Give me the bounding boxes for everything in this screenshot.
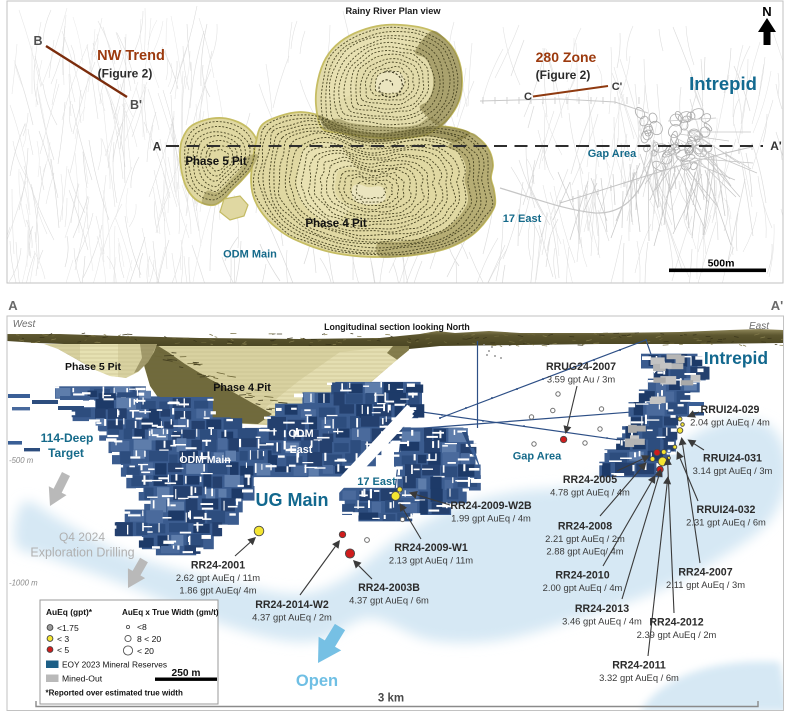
svg-text:2.39 gpt AuEq / 2m: 2.39 gpt AuEq / 2m xyxy=(637,629,717,640)
svg-text:C: C xyxy=(524,91,532,103)
svg-text:4.78 gpt AuEq / 4m: 4.78 gpt AuEq / 4m xyxy=(550,487,630,498)
svg-text:< 3: < 3 xyxy=(57,634,69,644)
svg-text:RRUI24-031: RRUI24-031 xyxy=(703,453,762,465)
svg-text:RR24-2005: RR24-2005 xyxy=(563,474,617,486)
svg-text:8 < 20: 8 < 20 xyxy=(137,634,161,644)
svg-text:Phase 5 Pit: Phase 5 Pit xyxy=(65,361,122,373)
svg-text:RR24-2012: RR24-2012 xyxy=(649,617,703,629)
svg-text:2.21 gpt AuEq / 2m: 2.21 gpt AuEq / 2m xyxy=(545,533,625,544)
svg-text:RR24-2003B: RR24-2003B xyxy=(358,582,420,594)
svg-text:RR24-2009-W2B: RR24-2009-W2B xyxy=(450,500,532,512)
svg-text:-1000 m: -1000 m xyxy=(9,579,38,588)
svg-text:A': A' xyxy=(770,139,782,153)
svg-text:280 Zone: 280 Zone xyxy=(536,49,597,65)
svg-text:East: East xyxy=(290,444,313,456)
svg-text:Longitudinal section looking N: Longitudinal section looking North xyxy=(324,322,470,332)
svg-text:Open: Open xyxy=(296,672,338,690)
svg-text:2.31 gpt AuEq / 6m: 2.31 gpt AuEq / 6m xyxy=(686,517,766,528)
svg-text:RR24-2011: RR24-2011 xyxy=(612,660,666,672)
svg-text:2.13 gpt AuEq / 11m: 2.13 gpt AuEq / 11m xyxy=(389,555,473,566)
svg-text:B: B xyxy=(33,34,42,48)
svg-text:Phase 4 Pit: Phase 4 Pit xyxy=(305,218,367,230)
svg-text:<8: <8 xyxy=(137,622,147,632)
svg-text:4.37 gpt AuEq / 6m: 4.37 gpt AuEq / 6m xyxy=(349,595,429,606)
svg-text:RR24-2007: RR24-2007 xyxy=(678,567,732,579)
svg-text:2.00 gpt AuEq / 4m: 2.00 gpt AuEq / 4m xyxy=(543,582,623,593)
svg-text:Intrepid: Intrepid xyxy=(704,348,768,368)
svg-text:East: East xyxy=(749,321,770,332)
svg-text:3.46 gpt AuEq / 4m: 3.46 gpt AuEq / 4m xyxy=(562,616,642,627)
svg-text:2.88 gpt AuEq/ 4m: 2.88 gpt AuEq/ 4m xyxy=(546,546,623,557)
svg-text:4.37 gpt AuEq / 2m: 4.37 gpt AuEq / 2m xyxy=(252,612,332,623)
svg-text:17 East: 17 East xyxy=(357,476,396,488)
svg-text:3 km: 3 km xyxy=(378,693,404,705)
svg-text:UG Main: UG Main xyxy=(255,490,328,510)
svg-text:250 m: 250 m xyxy=(172,668,201,679)
svg-text:RRUI24-032: RRUI24-032 xyxy=(697,504,756,516)
svg-text:RR24-2010: RR24-2010 xyxy=(555,570,609,582)
svg-text:A': A' xyxy=(771,298,783,313)
svg-text:(Figure 2): (Figure 2) xyxy=(98,67,153,81)
svg-text:17 East: 17 East xyxy=(503,213,542,225)
svg-text:3.14 gpt AuEq / 3m: 3.14 gpt AuEq / 3m xyxy=(693,465,773,476)
svg-text:Intrepid: Intrepid xyxy=(689,73,757,94)
svg-text:Gap Area: Gap Area xyxy=(513,451,562,463)
svg-text:ODM: ODM xyxy=(288,428,313,440)
svg-text:Q4 2024: Q4 2024 xyxy=(59,530,105,544)
svg-text:< 5: < 5 xyxy=(57,645,69,655)
svg-text:2.04 gpt AuEq / 4m: 2.04 gpt AuEq / 4m xyxy=(690,417,770,428)
svg-text:RR24-2008: RR24-2008 xyxy=(558,521,612,533)
svg-text:Gap Area: Gap Area xyxy=(588,148,637,160)
svg-text:RRUI24-029: RRUI24-029 xyxy=(701,404,760,416)
svg-text:3.59 gpt Au / 3m: 3.59 gpt Au / 3m xyxy=(547,374,615,385)
svg-text:2.62 gpt AuEq / 11m: 2.62 gpt AuEq / 11m xyxy=(176,572,260,583)
svg-text:A: A xyxy=(153,140,162,154)
svg-text:RRUG24-2007: RRUG24-2007 xyxy=(546,361,616,373)
svg-text:500m: 500m xyxy=(708,258,735,270)
svg-text:RR24-2013: RR24-2013 xyxy=(575,603,629,615)
svg-text:Phase 5 Pit: Phase 5 Pit xyxy=(185,156,247,168)
svg-text:C': C' xyxy=(612,81,623,93)
svg-text:Rainy River Plan view: Rainy River Plan view xyxy=(346,6,442,16)
svg-text:1.86 gpt AuEq/ 4m: 1.86 gpt AuEq/ 4m xyxy=(179,585,256,596)
svg-text:B': B' xyxy=(130,98,142,112)
svg-text:(Figure 2): (Figure 2) xyxy=(536,68,591,82)
svg-text:1.99 gpt AuEq / 4m: 1.99 gpt AuEq / 4m xyxy=(451,513,531,524)
svg-text:RR24-2009-W1: RR24-2009-W1 xyxy=(394,542,468,554)
svg-text:3.32 gpt AuEq / 6m: 3.32 gpt AuEq / 6m xyxy=(599,672,679,683)
svg-text:2.11 gpt AuEq / 3m: 2.11 gpt AuEq / 3m xyxy=(666,579,745,590)
svg-text:Mined-Out: Mined-Out xyxy=(62,674,103,684)
svg-text:Exploration Drilling: Exploration Drilling xyxy=(30,546,134,560)
svg-text:ODM Main: ODM Main xyxy=(223,249,277,261)
svg-text:RR24-2014-W2: RR24-2014-W2 xyxy=(255,599,329,611)
svg-text:*Reported over estimated true: *Reported over estimated true width xyxy=(46,689,183,698)
svg-text:EOY 2023 Mineral Reserves: EOY 2023 Mineral Reserves xyxy=(62,660,167,670)
svg-text:West: West xyxy=(13,319,37,330)
svg-text:NW Trend: NW Trend xyxy=(97,48,165,64)
svg-text:RR24-2001: RR24-2001 xyxy=(191,560,245,572)
svg-text:114-Deep: 114-Deep xyxy=(41,431,94,445)
svg-text:ODM Main: ODM Main xyxy=(179,454,230,466)
svg-text:A: A xyxy=(8,298,18,313)
svg-text:-500 m: -500 m xyxy=(9,456,34,465)
svg-text:< 20: < 20 xyxy=(137,646,154,656)
svg-text:AuEq x True Width (gm/t): AuEq x True Width (gm/t) xyxy=(122,608,219,617)
svg-text:AuEq (gpt)*: AuEq (gpt)* xyxy=(46,607,93,617)
svg-text:<1.75: <1.75 xyxy=(57,623,79,633)
svg-text:Target: Target xyxy=(48,446,84,460)
svg-text:N: N xyxy=(762,4,771,19)
svg-text:Phase 4 Pit: Phase 4 Pit xyxy=(213,382,271,394)
